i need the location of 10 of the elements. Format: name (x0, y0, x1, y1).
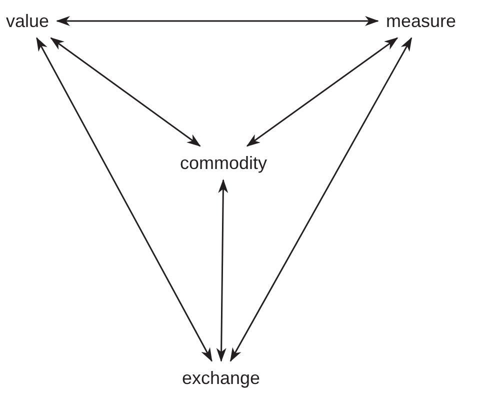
double-arrow (56, 16, 379, 26)
double-arrow (246, 37, 398, 147)
concept-label: measure (380, 6, 462, 36)
concept-label: commodity (174, 148, 274, 178)
concept-label: exchange (176, 363, 266, 393)
double-arrow (36, 37, 212, 362)
double-arrow (50, 37, 201, 147)
concept-label: value (0, 6, 56, 36)
double-arrow (230, 37, 412, 362)
double-arrow (216, 179, 228, 362)
